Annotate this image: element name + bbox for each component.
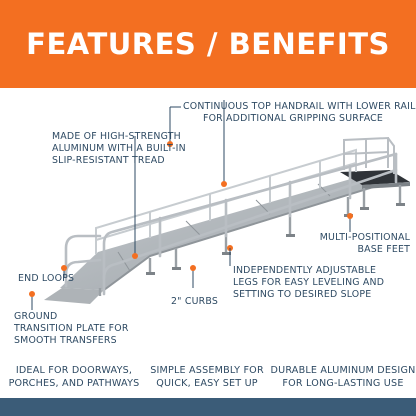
feature-line: SIMPLE ASSEMBLY FOR (150, 365, 264, 376)
deck-seam (185, 220, 201, 236)
callout-end-loops: END LOOPS (18, 273, 88, 285)
callout-line: FOR ADDITIONAL GRIPPING SURFACE (202, 113, 384, 124)
support-legs (98, 185, 402, 296)
callout-curbs: 2" CURBS (171, 296, 221, 308)
header-banner (0, 0, 416, 88)
callout-line: GROUND (14, 311, 58, 322)
callout-line: SETTING TO DESIRED SLOPE (233, 289, 372, 300)
callout-line: TRANSITION PLATE FOR (14, 323, 129, 334)
ramp-curb (103, 179, 397, 291)
callout-line: BASE FEET (357, 244, 410, 255)
callout-line: ALUMINUM WITH A BUILT-IN (52, 143, 186, 154)
feature-line: FOR LONG-LASTING USE (282, 377, 404, 389)
callout-line: 2" CURBS (171, 296, 218, 307)
callout-aluminum: MADE OF HIGH-STRENGTH ALUMINUM WITH A BU… (52, 131, 186, 167)
callout-line: SLIP-RESISTANT TREAD (52, 155, 165, 166)
callout-line: INDEPENDENTLY ADJUSTABLE (233, 265, 377, 276)
feature-line: PORCHES, AND PATHWAYS (8, 377, 140, 389)
ground-transition-plate (44, 288, 104, 304)
callout-line: CONTINUOUS TOP HANDRAIL WITH LOWER RAIL (183, 101, 416, 112)
callout-multi-positional: MULTI-POSITIONAL BASE FEET (304, 232, 410, 256)
near-handrail (102, 152, 398, 296)
callout-line: MULTI-POSITIONAL (319, 232, 410, 243)
platform-railing (343, 136, 395, 174)
top-platform-edge (362, 182, 410, 189)
feature-doorways: IDEAL FOR DOORWAYS, PORCHES, AND PATHWAY… (0, 365, 148, 390)
callout-line: END LOOPS (18, 273, 75, 284)
callout-leaders (29, 100, 353, 310)
feature-durable: DURABLE ALUMINUM DESIGN FOR LONG-LASTING… (270, 365, 416, 390)
feature-assembly: SIMPLE ASSEMBLY FOR QUICK, EASY SET UP (146, 365, 268, 390)
end-loop (64, 234, 102, 288)
feature-line: QUICK, EASY SET UP (156, 377, 258, 389)
callout-handrail: CONTINUOUS TOP HANDRAIL WITH LOWER RAIL … (183, 101, 416, 125)
callout-adjustable-legs: INDEPENDENTLY ADJUSTABLE LEGS FOR EASY L… (233, 265, 385, 301)
feature-line: IDEAL FOR DOORWAYS, (15, 365, 133, 376)
deck-seam (255, 199, 271, 215)
ramp-illustration (29, 100, 410, 310)
feature-line: DURABLE ALUMINUM DESIGN (270, 365, 416, 376)
callout-line: MADE OF HIGH-STRENGTH (52, 131, 181, 142)
ramp-deck (60, 174, 396, 290)
bottom-band (0, 398, 416, 416)
callout-line: SMOOTH TRANSFERS (14, 335, 117, 346)
callout-line: LEGS FOR EASY LEVELING AND (233, 277, 385, 288)
callout-ground-plate: GROUND TRANSITION PLATE FOR SMOOTH TRANS… (14, 311, 129, 347)
banner-title: FEATURES / BENEFITS (26, 27, 390, 61)
